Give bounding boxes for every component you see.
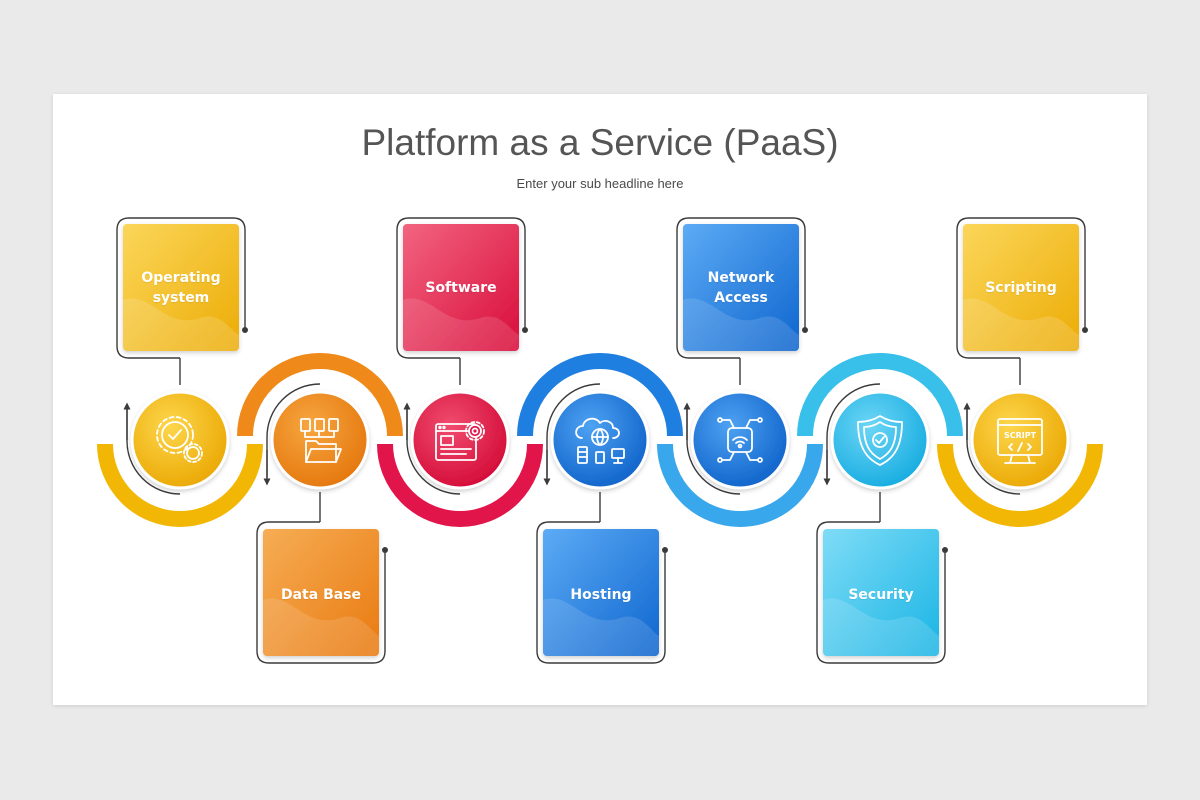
slide-subtitle: Enter your sub headline here — [516, 176, 684, 191]
slide-title: Platform as a Service (PaaS) — [361, 122, 839, 163]
cloud-server-icon — [575, 417, 625, 464]
label-operating-system: Operating system — [141, 270, 221, 306]
cards — [123, 224, 1079, 656]
card-software — [403, 224, 519, 351]
browser-gear-icon — [435, 421, 485, 461]
label-network-access: Network Access — [707, 270, 775, 306]
connector-lines — [123, 358, 1021, 522]
label-scripting: Scripting — [985, 280, 1057, 296]
card-scripting — [963, 224, 1079, 351]
card-network-access — [683, 224, 799, 351]
card-hosting — [543, 529, 659, 656]
label-security: Security — [848, 587, 914, 603]
step-circles — [130, 390, 1070, 490]
card-frames — [116, 217, 1086, 664]
label-software: Software — [425, 280, 497, 296]
label-data-base: Data Base — [280, 587, 362, 603]
svg-text:SCRIPT: SCRIPT — [1004, 431, 1037, 440]
card-operating-system — [123, 224, 239, 351]
shield-check-icon — [857, 415, 903, 466]
gears-check-icon — [156, 416, 203, 463]
wifi-circuit-icon — [717, 417, 763, 463]
card-security — [823, 529, 939, 656]
wave-bands — [97, 353, 1103, 527]
card-frame-dots — [242, 327, 1088, 553]
label-hosting: Hosting — [570, 587, 632, 603]
script-monitor-icon: SCRIPT — [997, 418, 1043, 464]
folder-database-icon — [300, 418, 342, 463]
card-data-base — [263, 529, 379, 656]
